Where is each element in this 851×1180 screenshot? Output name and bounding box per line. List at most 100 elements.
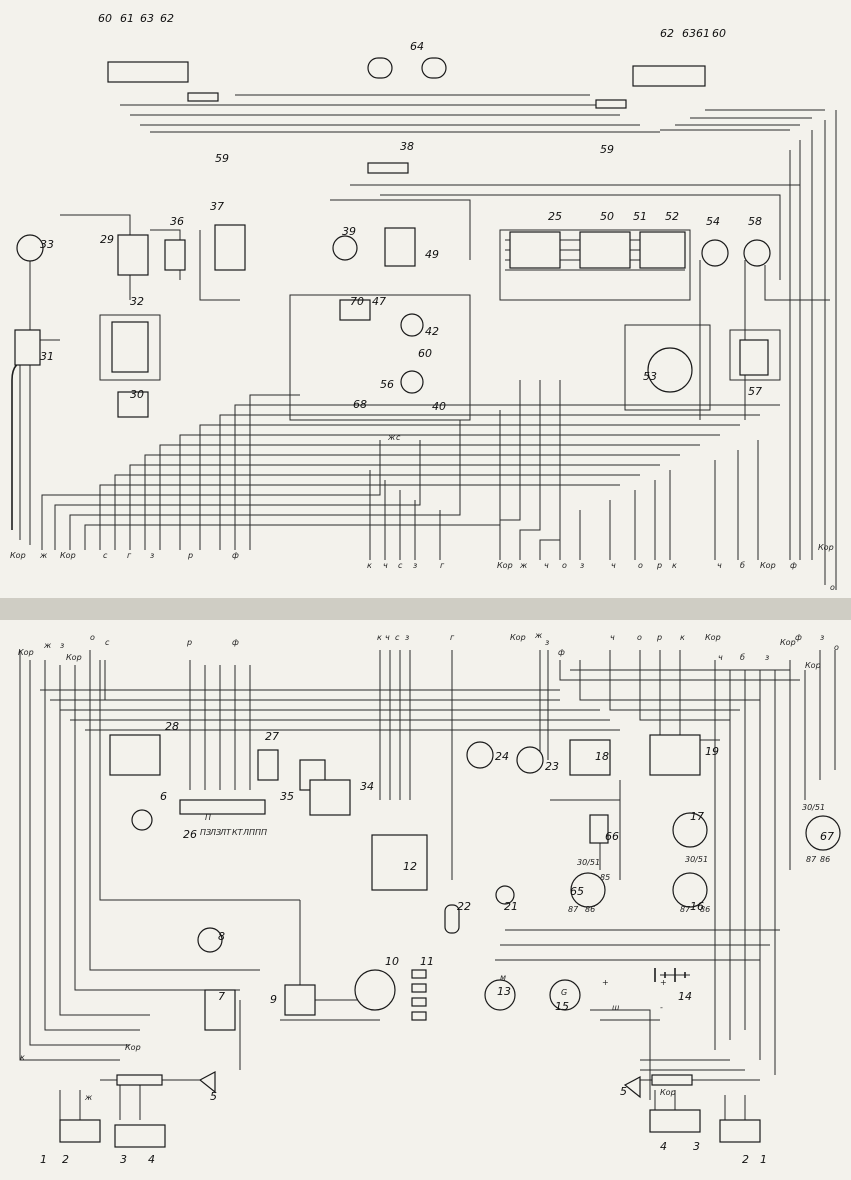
switch-25 [509,231,561,269]
wire-color-label: Кор [805,661,821,670]
spark-plug [411,983,427,993]
component-number: 39 [342,225,356,238]
component-49 [384,227,416,267]
wire-color-label: г [450,633,455,642]
connector-block [187,92,219,102]
component-30 [117,391,149,418]
headlamp-right [719,1119,761,1143]
wire-color-label: о [830,583,835,592]
wire-color-label: з [413,561,417,570]
relay-16 [672,872,708,908]
connector-block [595,99,627,109]
wire-color-label: Кор [780,638,796,647]
sidelamp-right [649,1109,701,1133]
component-number: 2 [742,1153,749,1166]
sidelamp-left [114,1124,166,1148]
component-31 [14,329,41,366]
headlamp-left [59,1119,101,1143]
page-fold [0,598,851,620]
gauge-39 [332,235,358,261]
rear-window-heater [367,162,409,174]
wire-color-label: с [103,551,108,560]
wire-color-label: Кор [66,653,82,662]
wire-color-label: г [127,551,132,560]
wire-color-label: Кор [125,1043,141,1052]
wire-color-label: з [545,638,549,647]
component-number: 10 [385,955,399,968]
wire-color-label: ч [383,561,388,570]
wire-color-label: Кор [18,648,34,657]
terminal-label: ЛП [242,828,255,837]
generator-15 [549,979,581,1011]
component-number: 26 [183,828,197,841]
wire-color-label: ф [790,561,797,570]
component-number: 33 [40,238,54,251]
wire-color-label: ж [387,433,396,442]
component-number: 25 [548,210,562,223]
component-number: 1 [40,1153,47,1166]
distributor-10 [354,969,396,1011]
component-number: 3 [693,1140,700,1153]
gauge-33 [16,234,44,262]
terminal-label: 30/51 [577,858,600,867]
component-number: 1 [760,1153,767,1166]
wire-color-label: о [834,643,839,652]
wire-color-label: о [90,633,95,642]
component-number: 13 [497,985,511,998]
wire-color-label: ф [795,633,802,642]
component-number: 8 [218,930,225,943]
gauge-40 [400,370,424,394]
lamp-block-rear-left [107,61,189,83]
component-22 [444,904,460,934]
terminal-label: ЛЗ [209,828,221,837]
wiper-motor-12 [371,834,428,891]
wire-color-label: Кор [818,543,834,552]
gauge-42 [400,313,424,337]
wire-color-label: б [740,653,745,662]
component-number: 35 [280,790,294,803]
terminal-label: 86 [700,905,710,914]
component-number: 36 [170,215,184,228]
wire-color-label: Кор [10,551,26,560]
component-number: 15 [555,1000,569,1013]
component-number: 62 [160,12,174,25]
licence-lamp-right [421,57,447,79]
wire-color-label: б [740,561,745,570]
terminal-label: КТ [232,828,244,837]
wire-color-label: ж [519,561,528,570]
terminal-label: м [500,973,506,982]
ignition-switch-53 [647,347,693,393]
component-number: 64 [410,40,424,53]
wire-color-label: ч [611,561,616,570]
wire-color-label: ф [232,638,239,647]
terminal-strip-26 [179,799,266,815]
wire-color-label: Кор [510,633,526,642]
component-number: 17 [690,810,704,823]
wire-color-label: р [187,551,193,560]
top-harness [11,94,837,590]
switch-50-51 [579,231,631,269]
wire-color-label: к [377,633,382,642]
component-number: 5 [210,1090,217,1103]
component-number: 2 [62,1153,69,1166]
ignition-coil-9 [284,984,316,1016]
component-number: 54 [706,215,720,228]
component-66 [589,814,609,844]
wire-color-label: с [105,638,110,647]
wire-color-label: з [820,633,824,642]
component-symbols [14,57,841,1148]
wire-color-label: ж [84,1093,93,1102]
terminal-label: 87 [680,905,691,914]
wire-color-label: Кор [705,633,721,642]
component-number: 61 [696,27,710,40]
wire-color-label: к [680,633,685,642]
terminal-label: 30/51 [685,855,708,864]
wire-color-label: з [150,551,154,560]
component-number: 5 [620,1085,627,1098]
wire-color-label: р [656,561,662,570]
wire-color-label: ф [558,648,565,657]
lamp-block-rear-right [632,65,706,87]
component-57 [739,339,769,376]
wire-color-label: ч [717,561,722,570]
switch-29 [117,234,149,276]
